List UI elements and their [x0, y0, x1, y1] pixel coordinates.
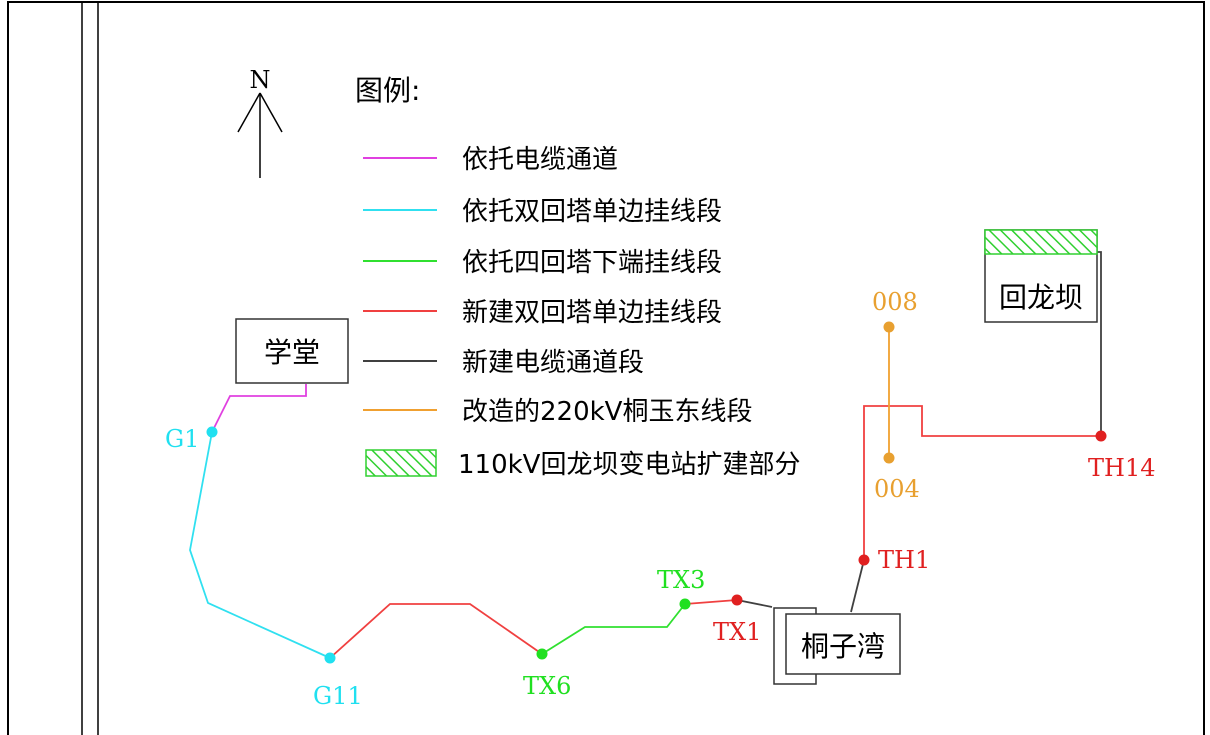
node-label-tx6: TX6 [523, 672, 571, 700]
cable-new-segment-b [850, 559, 865, 613]
double-tower-new-segment-b [684, 599, 738, 605]
huilongba-expansion-hatch [984, 229, 1098, 255]
node-label-004: 004 [874, 475, 920, 503]
place-boxes: 学堂 桐子湾 回龙坝 [235, 229, 1098, 685]
node-tx1 [731, 594, 743, 606]
node-label-tx3: TX3 [657, 566, 705, 594]
north-arrow: N [237, 66, 283, 178]
quad-tower-segment [541, 603, 686, 655]
route-lines [189, 251, 1102, 659]
node-label-th1: TH1 [878, 546, 930, 574]
legend-item-label: 110kV回龙坝变电站扩建部分 [458, 450, 800, 480]
north-label: N [250, 66, 271, 94]
cable-existing-segment [211, 384, 307, 433]
xuetang-label: 学堂 [264, 336, 320, 369]
tongziwan-box [785, 613, 901, 675]
legend: 图例: 依托电缆通道 依托双回塔单边挂线段 依托四回塔下端挂线段 新建双回塔单边… [355, 74, 800, 480]
node-th1 [858, 554, 870, 566]
legend-item-label: 新建电缆通道段 [462, 348, 644, 378]
xuetang-box [235, 318, 349, 384]
legend-item-label: 依托电缆通道 [462, 145, 618, 175]
node-g1 [206, 426, 218, 438]
legend-item-label: 依托双回塔单边挂线段 [462, 197, 722, 227]
tongziwan-label: 桐子湾 [801, 630, 885, 663]
legend-item-label: 新建双回塔单边挂线段 [462, 298, 722, 328]
nodes: G1 G11 TX6 TX3 TX1 TH1 TH14 008 004 [165, 288, 1155, 710]
huilongba-label: 回龙坝 [999, 281, 1083, 314]
double-tower-new-segment-a [329, 603, 543, 659]
legend-item-label: 依托四回塔下端挂线段 [462, 248, 722, 278]
double-tower-new-segment-c [863, 405, 1101, 560]
cable-new-segment-a [736, 599, 773, 608]
node-label-g11: G11 [313, 682, 363, 710]
node-label-008: 008 [872, 288, 918, 316]
drawing-frame [7, 1, 1205, 735]
legend-title: 图例: [355, 74, 420, 107]
node-tx6 [536, 648, 548, 660]
node-004 [883, 452, 895, 464]
node-th14 [1095, 430, 1107, 442]
node-g11 [324, 652, 336, 664]
legend-swatch-substation-expansion [365, 449, 437, 477]
node-tx3 [679, 598, 691, 610]
legend-item-label: 改造的220kV桐玉东线段 [462, 397, 752, 427]
node-008 [883, 321, 895, 333]
node-label-th14: TH14 [1088, 454, 1155, 482]
node-label-g1: G1 [165, 425, 199, 453]
double-tower-existing-segment [189, 431, 331, 659]
node-label-tx1: TX1 [713, 618, 761, 646]
